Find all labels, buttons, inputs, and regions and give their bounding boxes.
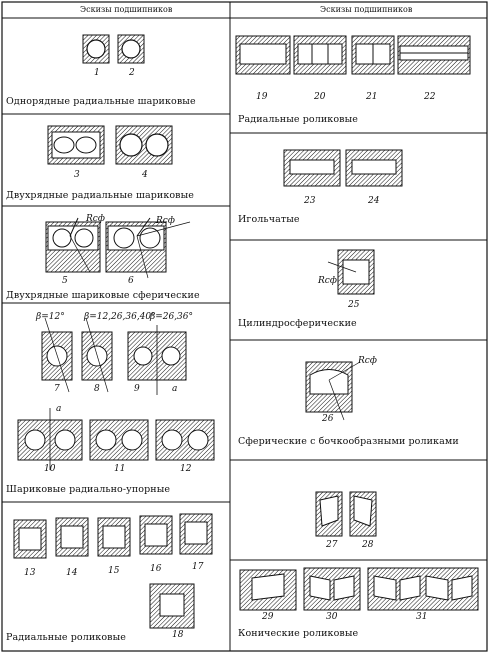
annotation-rsf-5: Rсф xyxy=(86,214,105,224)
left-header: Эскизы подшипников xyxy=(80,5,173,14)
annotation-rsf-26: Rсф xyxy=(358,356,377,366)
sketch-1 xyxy=(82,34,110,64)
annotation-beta-9: β=26,36° xyxy=(150,312,194,322)
sketch-22 xyxy=(397,35,471,75)
caption-spherical-barrel-roller: Сферические с бочкообразными роликами xyxy=(238,436,459,447)
num-26: 26 xyxy=(322,414,334,424)
caption-cylindrical-spherical: Цилиндросферические xyxy=(238,318,357,329)
sketch-26 xyxy=(305,361,361,421)
right-header: Эскизы подшипников xyxy=(320,5,413,14)
num-10: 10 xyxy=(44,464,56,474)
num-25: 25 xyxy=(348,300,360,310)
num-18: 18 xyxy=(172,630,184,640)
annotation-rsf-25: Rсф xyxy=(318,276,337,286)
num-28: 28 xyxy=(362,540,374,550)
num-21: 21 xyxy=(366,92,378,102)
sketch-15 xyxy=(97,517,131,557)
num-6: 6 xyxy=(128,276,134,286)
sketch-13 xyxy=(13,519,47,559)
sketch-24 xyxy=(345,149,403,187)
num-4: 4 xyxy=(142,170,148,180)
num-27: 27 xyxy=(326,540,338,550)
caption-single-row-radial-ball: Однорядные радиальные шариковые xyxy=(6,96,196,107)
sketch-14 xyxy=(55,517,89,557)
annotation-a-10: a xyxy=(56,404,62,414)
num-13: 13 xyxy=(24,568,36,578)
sketch-27 xyxy=(315,491,343,537)
sketch-12 xyxy=(155,419,215,461)
caption-radial-roller-right: Радиальные роликовые xyxy=(238,114,358,125)
num-30: 30 xyxy=(326,612,338,622)
num-20: 20 xyxy=(314,92,326,102)
sketch-7 xyxy=(41,317,73,393)
sketch-5 xyxy=(45,217,101,273)
num-9: 9 xyxy=(134,384,140,394)
num-24: 24 xyxy=(368,196,380,206)
annotation-a-9: a xyxy=(172,384,178,394)
annotation-rsf-6: Rсф xyxy=(156,216,175,226)
num-17: 17 xyxy=(192,562,204,572)
sketch-28 xyxy=(349,491,377,537)
num-22: 22 xyxy=(424,92,436,102)
num-7: 7 xyxy=(54,384,60,394)
sketch-19 xyxy=(235,35,291,75)
sketch-18 xyxy=(149,583,195,629)
sketch-8 xyxy=(81,317,113,393)
caption-double-row-self-aligning-ball: Двухрядные шариковые сферические xyxy=(6,290,200,301)
caption-needle: Игольчатые xyxy=(238,214,300,225)
sketch-11 xyxy=(89,419,149,461)
num-1: 1 xyxy=(94,68,100,78)
sketch-25 xyxy=(327,249,375,295)
sketch-4 xyxy=(115,125,173,165)
caption-radial-roller-left: Радиальные роликовые xyxy=(6,632,126,643)
sketch-31 xyxy=(367,567,479,611)
num-15: 15 xyxy=(108,566,120,576)
sketch-9 xyxy=(127,325,187,395)
annotation-beta-8: β=12,26,36,40° xyxy=(84,312,156,322)
num-8: 8 xyxy=(94,384,100,394)
sketch-6 xyxy=(105,217,191,279)
sketch-10 xyxy=(17,408,83,470)
sketch-23 xyxy=(283,149,341,187)
sketch-20 xyxy=(293,35,347,75)
num-3: 3 xyxy=(74,170,80,180)
sketch-17 xyxy=(179,513,213,555)
num-2: 2 xyxy=(129,68,135,78)
num-16: 16 xyxy=(150,564,162,574)
sketch-30 xyxy=(303,567,361,611)
caption-angular-contact-ball: Шариковые радиально-упорные xyxy=(6,484,171,495)
num-5: 5 xyxy=(62,276,68,286)
num-19: 19 xyxy=(256,92,268,102)
num-31: 31 xyxy=(416,612,428,622)
sketch-16 xyxy=(139,515,173,555)
sketch-29 xyxy=(239,569,297,611)
sketch-2 xyxy=(117,34,145,64)
caption-tapered-roller: Конические роликовые xyxy=(238,628,359,639)
sketch-21 xyxy=(351,35,395,75)
num-29: 29 xyxy=(262,612,274,622)
annotation-beta-7: β=12° xyxy=(36,312,65,322)
num-23: 23 xyxy=(304,196,316,206)
sketch-3 xyxy=(47,125,105,165)
caption-double-row-radial-ball: Двухрядные радиальные шариковые xyxy=(6,190,195,201)
num-14: 14 xyxy=(66,568,78,578)
num-12: 12 xyxy=(180,464,192,474)
num-11: 11 xyxy=(114,464,126,474)
